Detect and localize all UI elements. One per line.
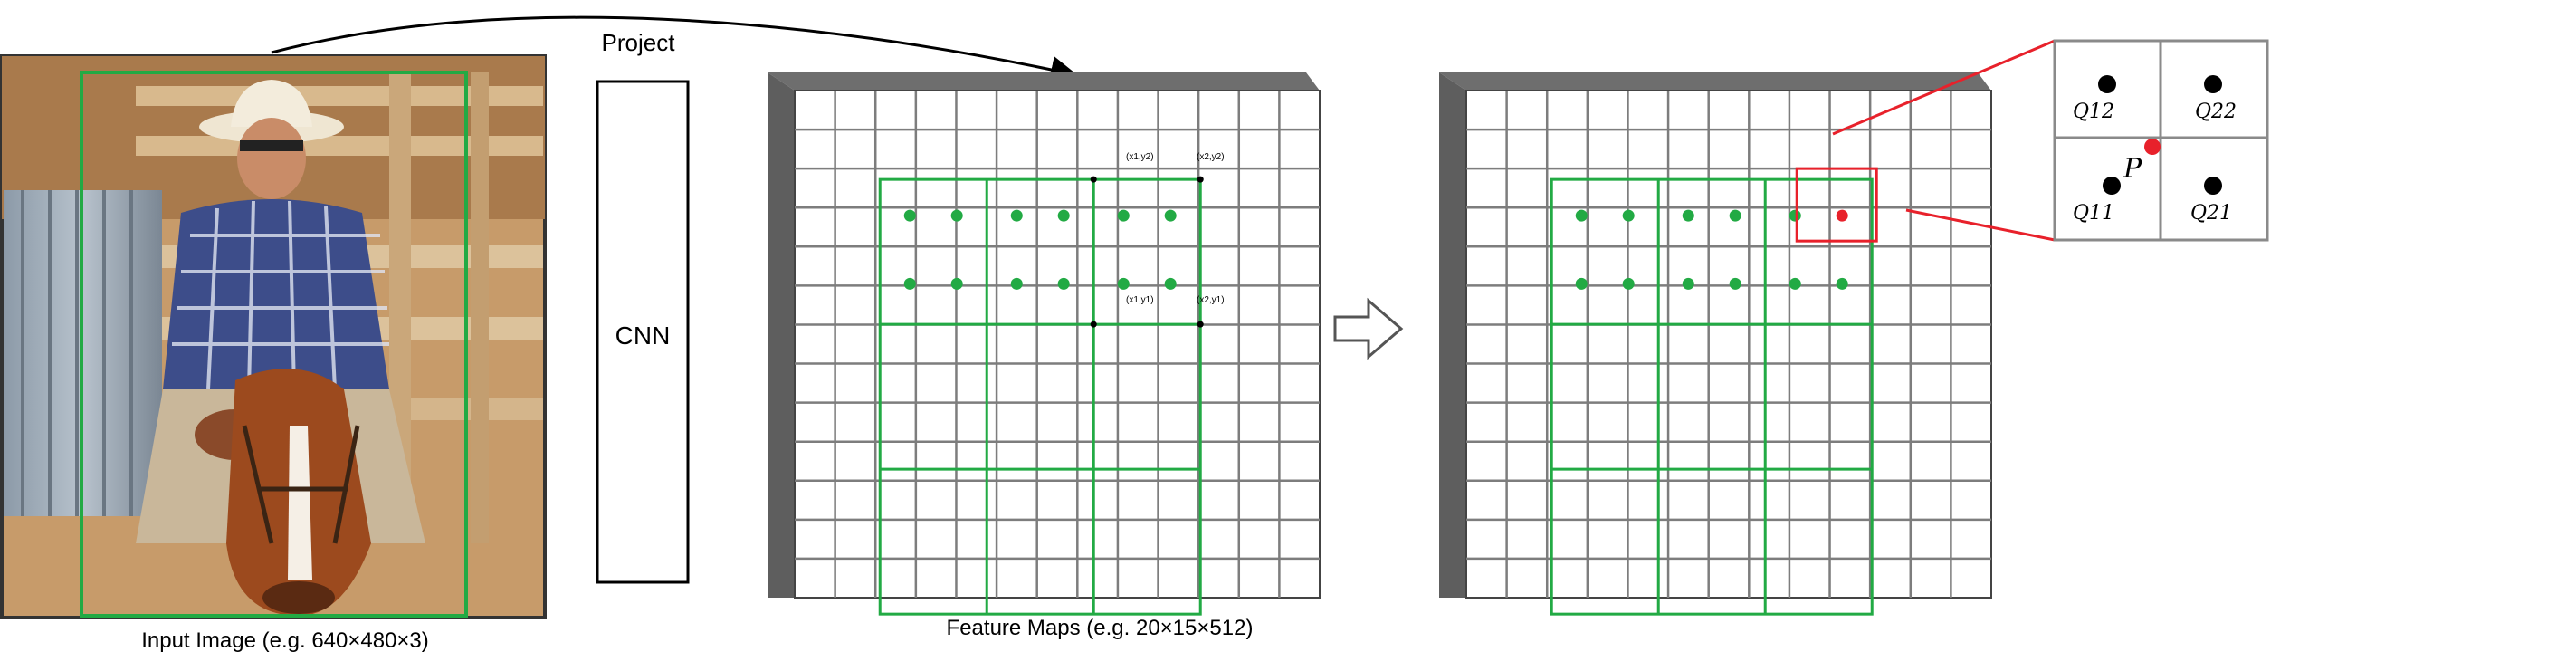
sample-point [1789, 210, 1801, 222]
map-face [1466, 91, 1991, 598]
sample-point [1058, 278, 1070, 290]
sample-point [904, 210, 916, 222]
map-face [795, 91, 1320, 598]
label-q12: Q12 [2073, 101, 2114, 123]
sample-point [1730, 278, 1741, 290]
feature-map-right [1439, 72, 1991, 614]
sample-point [1118, 210, 1130, 222]
sample-point-highlight [1837, 210, 1848, 222]
sample-point [1165, 210, 1177, 222]
right-arrow-icon [1335, 301, 1401, 357]
sample-point [1165, 278, 1177, 290]
map-bevel-top [768, 72, 1320, 91]
sample-point [1011, 210, 1023, 222]
feature-caption: Feature Maps (e.g. 20×15×512) [947, 616, 1254, 640]
sample-point [1789, 278, 1801, 290]
sample-point [904, 278, 916, 290]
cnn-label: CNN [615, 321, 671, 350]
point-p [2144, 139, 2161, 155]
map-bevel-left [1439, 72, 1466, 598]
sample-point [1837, 278, 1848, 290]
sample-point [1011, 278, 1023, 290]
sample-point [1730, 210, 1741, 222]
corner-label-bl: (x1,y1) [1126, 295, 1154, 305]
corner-dot [1091, 177, 1097, 183]
corner-label-tr: (x2,y2) [1197, 152, 1225, 162]
corner-dot [1197, 321, 1204, 328]
corner-label-br: (x2,y1) [1197, 295, 1225, 305]
label-p: P [2123, 153, 2142, 185]
corner-label-tl: (x1,y2) [1126, 152, 1154, 162]
map-bevel-top [1439, 72, 1991, 91]
map-bevel-left [768, 72, 795, 598]
sample-point [951, 278, 963, 290]
label-q11: Q11 [2073, 202, 2114, 225]
project-label: Project [602, 29, 676, 56]
sample-point [1623, 278, 1635, 290]
label-q21: Q21 [2190, 202, 2232, 225]
input-photo [2, 56, 545, 618]
sample-point [1576, 278, 1588, 290]
sample-point [1058, 210, 1070, 222]
corner-dot [1091, 321, 1097, 328]
sample-point [951, 210, 963, 222]
sample-point [1576, 210, 1588, 222]
input-caption: Input Image (e.g. 640×480×3) [141, 628, 429, 652]
sample-point [1683, 210, 1694, 222]
sample-point [1118, 278, 1130, 290]
feature-map-left [768, 72, 1320, 614]
sample-point [1683, 278, 1694, 290]
corner-dot [1197, 177, 1204, 183]
label-q22: Q22 [2195, 101, 2237, 123]
sample-point [1623, 210, 1635, 222]
